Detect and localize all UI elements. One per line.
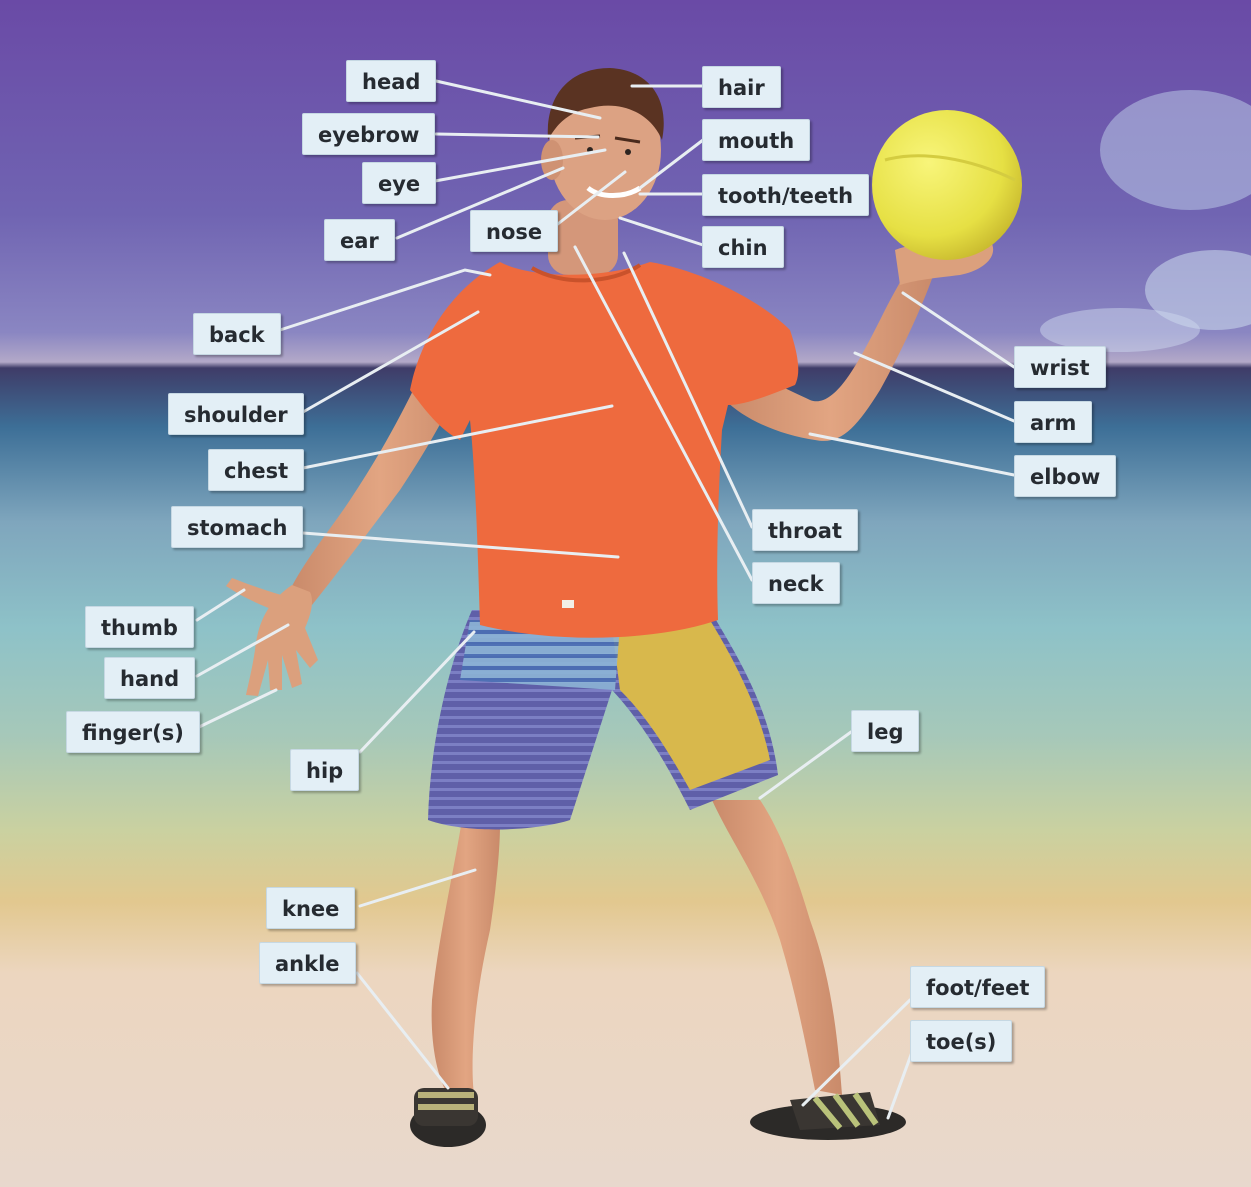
label-fingers: finger(s) bbox=[66, 711, 200, 753]
label-nose: nose bbox=[470, 210, 558, 252]
label-chest: chest bbox=[208, 449, 304, 491]
label-eyebrow: eyebrow bbox=[302, 113, 435, 155]
label-leg: leg bbox=[851, 710, 919, 752]
label-neck: neck bbox=[752, 562, 840, 604]
label-wrist: wrist bbox=[1014, 346, 1106, 388]
label-tooth-teeth: tooth/teeth bbox=[702, 174, 869, 216]
label-toes: toe(s) bbox=[910, 1020, 1012, 1062]
label-ear: ear bbox=[324, 219, 395, 261]
label-stomach: stomach bbox=[171, 506, 303, 548]
label-mouth: mouth bbox=[702, 119, 810, 161]
label-knee: knee bbox=[266, 887, 355, 929]
label-hair: hair bbox=[702, 66, 781, 108]
label-foot-feet: foot/feet bbox=[910, 966, 1045, 1008]
label-thumb: thumb bbox=[85, 606, 194, 648]
label-hand: hand bbox=[104, 657, 195, 699]
label-chin: chin bbox=[702, 226, 784, 268]
label-ankle: ankle bbox=[259, 942, 356, 984]
label-throat: throat bbox=[752, 509, 858, 551]
label-back: back bbox=[193, 313, 281, 355]
label-shoulder: shoulder bbox=[168, 393, 304, 435]
label-arm: arm bbox=[1014, 401, 1092, 443]
label-eye: eye bbox=[362, 162, 436, 204]
label-hip: hip bbox=[290, 749, 359, 791]
label-head: head bbox=[346, 60, 436, 102]
label-elbow: elbow bbox=[1014, 455, 1116, 497]
